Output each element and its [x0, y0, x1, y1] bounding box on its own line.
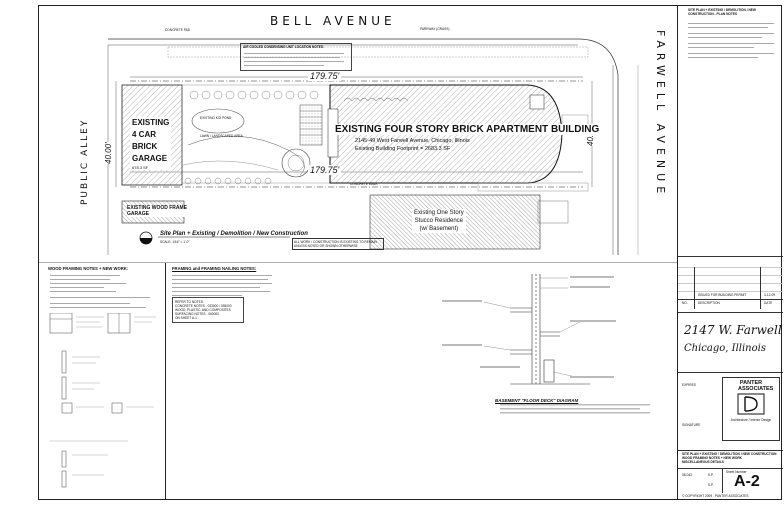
parkway-label: PARKWAY (GRASS)	[420, 27, 450, 31]
residence-line3: (w/ Basement)	[419, 226, 459, 232]
revision-description: ISSUED FOR BUILDING PERMIT	[698, 293, 747, 297]
refer-notes-box: REFER TO NOTES: CONCRETE NOTES - 033000 …	[172, 297, 244, 323]
residence-line1: Existing One Story	[414, 210, 464, 216]
title-block-sheet-desc: SITE PLAN + EXISTING / DEMOLITION / NEW …	[678, 451, 783, 469]
firm-subtitle: Architecture / Interior Design	[730, 418, 772, 422]
revision-col-date: DATE	[764, 301, 773, 305]
residence-label: Existing One Story Stucco Residence (w/ …	[412, 209, 466, 233]
revision-col-desc: DESCRIPTION	[698, 301, 720, 305]
project-title-line2: Chicago, Illinois	[684, 343, 766, 354]
firm-name: PANTER ASSOCIATES	[738, 380, 774, 392]
firm-logo	[737, 393, 765, 415]
sheet-desc-line2: WOOD FRAMING NOTES + NEW WORK	[682, 456, 742, 460]
frame-garage-label: EXISTING WOOD FRAME GARAGE	[127, 205, 187, 217]
concrete-walk-label: CONCRETE WALK	[350, 182, 378, 186]
title-block-project: 2147 W. Farwell Chicago, Illinois	[678, 313, 783, 373]
garage-area: 678.3 SF	[132, 165, 149, 170]
signature-label: SIGNATURE	[682, 423, 701, 427]
copyright: © COPYRIGHT 2009 - PANTER ASSOCIATES	[682, 494, 749, 498]
garage-label: EXISTING 4 CAR BRICK GARAGE 678.3 SF	[130, 117, 172, 170]
building-name: EXISTING FOUR STORY BRICK APARTMENT BUIL…	[335, 124, 600, 135]
wood-framing-notes-title: WOOD FRAMING NOTES + NEW WORK:	[48, 266, 129, 271]
title-block-notes-title: SITE PLAN + EXISTING / DEMOLITION / NEW …	[688, 8, 756, 16]
dimension-left-wrap: 40.00'	[104, 130, 120, 170]
wood-framing-notes-panel: WOOD FRAMING NOTES + NEW WORK:	[38, 263, 166, 500]
refer-line5: ON SHEET A-1	[175, 316, 197, 320]
framing-nailing-notes-title: FRAMING and FRAMING NAILING NOTES:	[172, 266, 257, 271]
title-block-revisions: ISSUED FOR BUILDING PERMIT 3-12-09 NO. D…	[678, 257, 783, 313]
title-block: SITE PLAN + EXISTING / DEMOLITION / NEW …	[677, 5, 783, 500]
sheet-desc-line1: SITE PLAN + EXISTING / DEMOLITION / NEW …	[682, 452, 777, 456]
site-plan-note: ALL WORK / CONSTRUCTION IS EXISTING TO R…	[292, 238, 384, 250]
expires-label: EXPIRES	[682, 383, 696, 387]
sheet-number-label: Sheet Number	[726, 470, 747, 474]
framing-nailing-notes-panel: FRAMING and FRAMING NAILING NOTES: REFER…	[166, 263, 276, 500]
refer-line1: REFER TO NOTES:	[175, 300, 204, 304]
concrete-pad-label: CONCRETE PAD	[165, 28, 191, 32]
ac-notes-title: AIR COOLED CONDENSING UNIT LOCATION NOTE…	[243, 45, 325, 49]
revision-col-no: NO.	[682, 301, 688, 305]
koi-pond-label: EXISTING KOI POND	[200, 116, 232, 120]
refer-line2: CONCRETE NOTES - 033000 / 035000	[175, 304, 232, 308]
garage-label-line2: 4 CAR	[132, 130, 157, 139]
sheet-border	[38, 5, 782, 500]
floor-deck-diagram-title: BASEMENT "FLOOR DECK" DIAGRAM	[495, 398, 579, 403]
checked-by: S.P.	[708, 483, 714, 487]
ac-notes-box: AIR COOLED CONDENSING UNIT LOCATION NOTE…	[240, 43, 352, 71]
garage-label-line4: GARAGE	[132, 154, 168, 163]
drawn-by: K.P.	[708, 473, 714, 477]
framing-details-drawing	[49, 313, 156, 488]
garage-label-line3: BRICK	[132, 142, 158, 151]
residence-line2: Stucco Residence	[414, 218, 464, 224]
project-title-line1: 2147 W. Farwell	[684, 323, 782, 337]
firm-stamp: PANTER ASSOCIATES Architecture / Interio…	[722, 377, 780, 441]
garage-label-line1: EXISTING	[132, 118, 170, 127]
lawn-area-label: LAWN / LANDSCAPED AREA	[200, 134, 243, 138]
sheet-number: A-2	[734, 473, 760, 490]
revision-date: 3-12-09	[764, 293, 775, 297]
dimension-left: 40.00'	[104, 142, 113, 164]
title-block-sheet-info: 08-043 K.P. S.P. Sheet Number A-2 © COPY…	[678, 469, 783, 500]
floor-deck-diagram	[442, 274, 650, 414]
sheet-desc-line3: MISCELLANEOUS DETAILS	[682, 460, 724, 464]
title-block-notes: SITE PLAN + EXISTING / DEMOLITION / NEW …	[678, 5, 783, 257]
building-footprint: Existing Building Footprint = 2683.3 SF	[355, 146, 451, 152]
building-address: 2145-49 West Farwell Avenue, Chicago, Il…	[355, 138, 470, 144]
site-plan-title: Site Plan + Existing / Demolition / New …	[160, 231, 308, 237]
dimension-top: 179.75'	[308, 71, 342, 81]
title-block-firm: EXPIRES SIGNATURE PANTER ASSOCIATES Arch…	[678, 373, 783, 451]
refer-line3: WOOD, PLASTIC, AND COMPOSITES	[175, 308, 231, 312]
refer-line4: SURFACING NOTES - 060000	[175, 312, 219, 316]
dimension-bottom: 179.75'	[308, 165, 342, 175]
street-bell-avenue: BELL AVENUE	[270, 14, 396, 28]
job-number: 08-043	[682, 473, 692, 477]
site-plan-scale: SCALE: 1/16" = 1'-0"	[160, 240, 190, 244]
